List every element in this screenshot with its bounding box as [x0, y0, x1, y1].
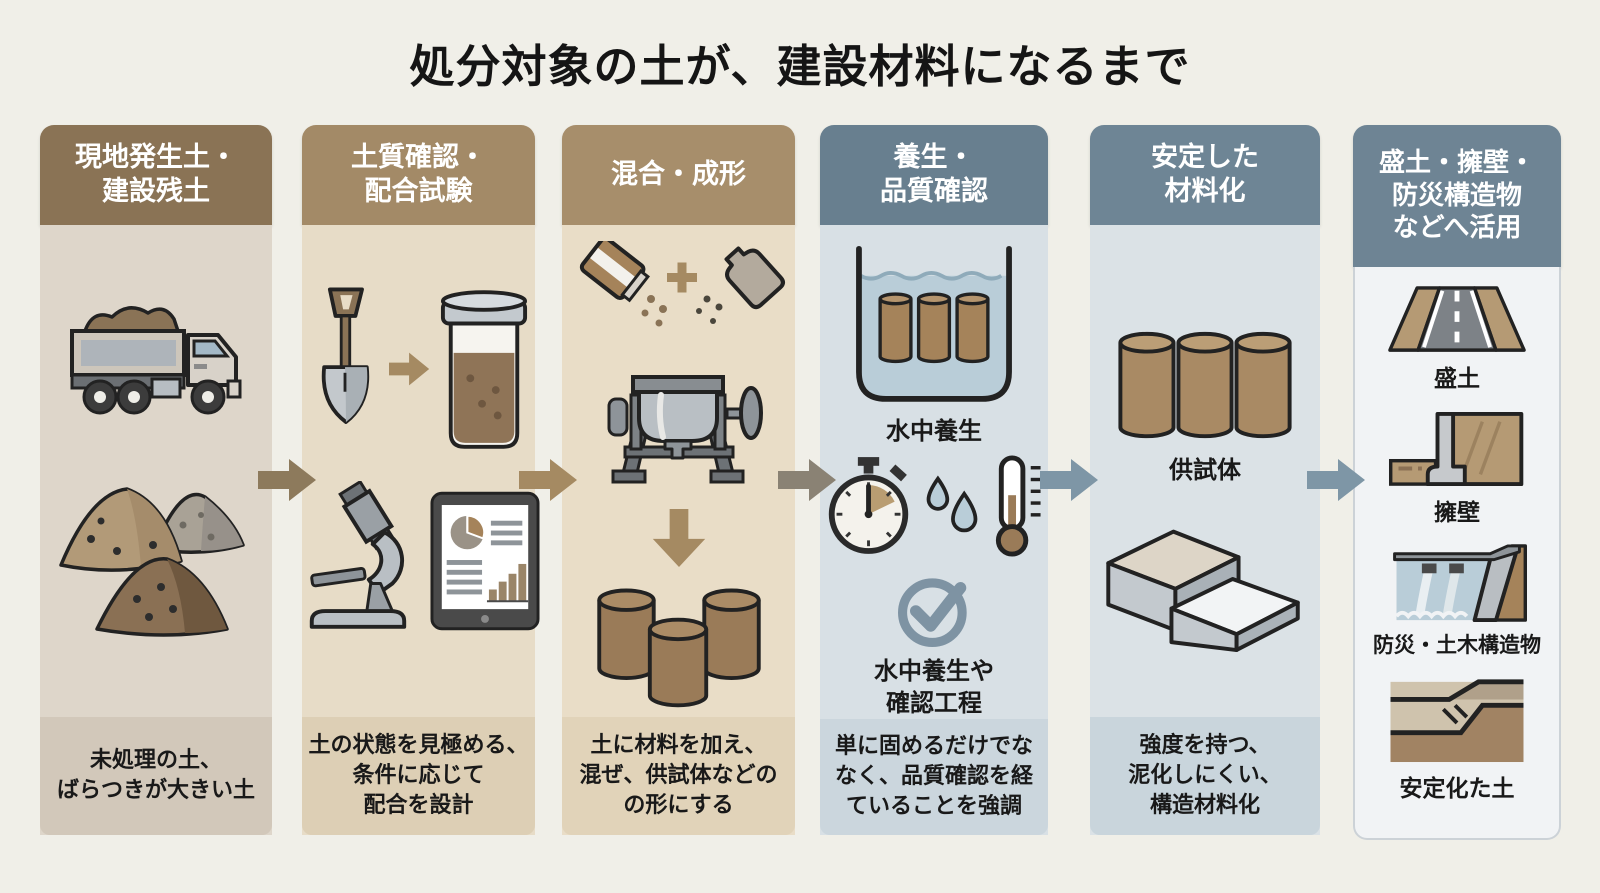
- road-embankment-icon: [1388, 286, 1526, 352]
- retaining-wall-label: 擁壁: [1434, 500, 1480, 526]
- step4-header: 養生・ 品質確認: [820, 125, 1048, 225]
- step3-caption: 土に材料を加え、 混ぜ、供試体などの の形にする: [562, 717, 795, 835]
- check-circle-icon: [898, 577, 967, 647]
- flow-arrow-3-icon: [778, 459, 836, 501]
- step-column-yojo-hinshitsu: 養生・ 品質確認 水中養生: [820, 125, 1048, 835]
- mixer-icon: [607, 375, 763, 484]
- step5-header: 安定した 材料化: [1090, 125, 1320, 225]
- step-column-katsuyo: 盛土・擁壁・ 防災構造物 などへ活用 盛土 擁壁: [1353, 125, 1561, 840]
- step5-caption: 強度を持つ、 泥化しにくい、 構造材料化: [1090, 717, 1320, 835]
- flow-arrow-2-icon: [519, 459, 577, 501]
- curing-check-label: 水中養生や 確認工程: [874, 657, 994, 717]
- step-column-kongo-seikei: 混合・成形: [562, 125, 795, 835]
- dam-icon: [1393, 544, 1527, 623]
- additive-bottle-icon: [723, 246, 785, 310]
- tablet-chart-icon: [429, 491, 540, 631]
- use-case-dam: 防災・土木構造物: [1373, 544, 1541, 659]
- specimen-cylinders-icon: [1118, 331, 1292, 439]
- plus-icon: [666, 262, 697, 293]
- step-column-doshitsu-kakunin: 土質確認・ 配合試験: [302, 125, 540, 835]
- embankment-label: 盛土: [1434, 366, 1480, 392]
- dump-truck-icon: [70, 306, 242, 415]
- use-case-embankment: 盛土: [1386, 284, 1528, 393]
- stabilized-soil-label: 安定化た土: [1399, 776, 1515, 802]
- step1-caption: 未処理の土、 ばらつきが大きい土: [40, 717, 272, 835]
- shovel-icon: [321, 287, 369, 424]
- step1-header: 現地発生土・ 建設残土: [40, 125, 272, 225]
- use-case-stabilized-soil: 安定化た土: [1387, 676, 1527, 803]
- step4-caption: 単に固めるだけでな なく、品質確認を経 ていることを強調: [820, 718, 1048, 835]
- specimen-label: 供試体: [1169, 456, 1241, 484]
- step3-header: 混合・成形: [562, 125, 795, 225]
- underwater-curing-label: 水中養生: [886, 417, 982, 446]
- soil-piles-icon: [59, 487, 245, 637]
- droplets-icon: [926, 475, 978, 532]
- microscope-icon: [309, 481, 406, 629]
- step-column-antei-zairyoka: 安定した 材料化 供試体: [1090, 125, 1320, 835]
- additive-pouring-icons: [579, 241, 785, 327]
- step2-caption: 土の状態を見極める、 条件に応じて 配合を設計: [302, 717, 535, 835]
- stopwatch-icon: [828, 456, 909, 554]
- step-column-genchi-hasseido: 現地発生土・ 建設残土: [40, 125, 272, 835]
- flow-arrow-4-icon: [1040, 459, 1098, 501]
- sample-jar-icon: [440, 290, 527, 449]
- dam-label: 防災・土木構造物: [1373, 633, 1541, 657]
- additive-jar-icon: [579, 241, 650, 303]
- molded-cylinders-icon: [596, 588, 761, 708]
- step2-header: 土質確認・ 配合試験: [302, 125, 535, 225]
- arrow-down-icon: [652, 509, 705, 567]
- water-curing-tank-icon: [856, 245, 1012, 402]
- stabilized-soil-icon: [1390, 679, 1524, 763]
- page-title: 処分対象の土が、建設材料になるまで: [409, 40, 1191, 93]
- arrow-right-small-icon: [388, 352, 429, 386]
- use-case-retaining-wall: 擁壁: [1387, 410, 1527, 527]
- thermometer-icon: [995, 455, 1041, 557]
- flow-arrow-5-icon: [1307, 459, 1365, 501]
- flow-arrow-1-icon: [258, 459, 316, 501]
- blocks-icon: [1106, 529, 1300, 653]
- retaining-wall-icon: [1388, 411, 1524, 487]
- step6-header: 盛土・擁壁・ 防災構造物 などへ活用: [1353, 125, 1561, 267]
